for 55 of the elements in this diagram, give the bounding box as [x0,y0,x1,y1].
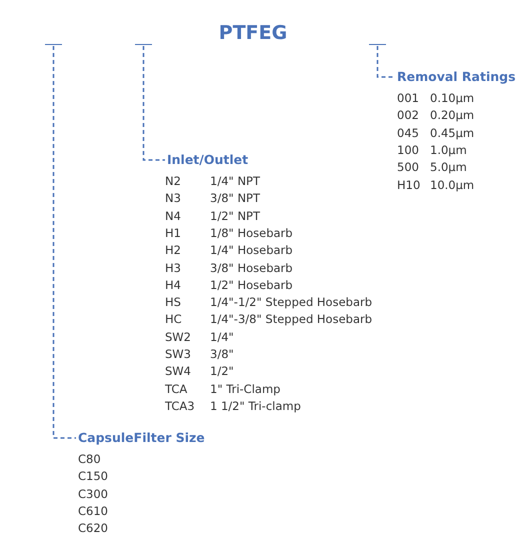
option-code: 001 [397,91,419,105]
option-description: 1" Tri-Clamp [210,382,280,396]
option-description: 1 1/2" Tri-clamp [210,398,301,413]
option-code: H2 [165,243,181,258]
option-code: N2 [165,174,181,188]
option-code: H1 [165,226,181,240]
code-position-marker [45,44,62,45]
diagram-title: PTFEG [218,22,288,44]
leader-line [52,46,76,439]
option-description: 10.0µm [430,178,474,192]
option-description: 3/8" NPT [210,191,260,206]
option-code: SW2 [165,330,191,344]
option-code: C80 [78,452,101,466]
option-description: 5.0µm [430,160,467,174]
option-description: 3/8" [210,347,234,361]
option-description: 1/4"-3/8" Stepped Hosebarb [210,312,372,326]
option-code: HS [165,295,181,310]
option-description: 1/2" NPT [210,208,260,223]
option-description: 1/4" Hosebarb [210,243,293,258]
option-code: 100 [397,142,419,157]
code-position-marker [369,44,386,45]
option-description: 0.45µm [430,126,474,140]
option-code: 002 [397,108,419,122]
leader-line [142,46,165,161]
option-code: 045 [397,126,419,140]
option-code: N4 [165,208,181,223]
option-description: 1.0µm [430,142,467,157]
option-code: 500 [397,160,419,174]
option-code: TCA3 [165,398,195,413]
option-code: H4 [165,278,181,292]
option-description: 0.20µm [430,108,474,122]
option-description: 0.10µm [430,91,474,105]
option-code: C150 [78,469,108,484]
option-code: C300 [78,486,108,501]
leader-line [376,46,395,78]
section-heading: Removal Ratings [397,69,516,85]
option-code: C620 [78,521,108,536]
section-heading: CapsuleFilter Size [78,430,205,446]
option-code: H3 [165,260,181,274]
option-description: 1/2" [210,364,234,378]
option-code: HC [165,312,182,326]
option-code: N3 [165,191,181,206]
option-code: TCA [165,382,188,396]
option-code: H10 [397,178,420,192]
option-code: SW3 [165,347,191,361]
option-code: SW4 [165,364,191,378]
option-description: 1/8" Hosebarb [210,226,293,240]
option-description: 1/4" NPT [210,174,260,188]
option-description: 1/4" [210,330,234,344]
option-description: 3/8" Hosebarb [210,260,293,274]
option-description: 1/2" Hosebarb [210,278,293,292]
code-position-marker [135,44,152,45]
option-description: 1/4"-1/2" Stepped Hosebarb [210,295,372,310]
section-heading: Inlet/Outlet [167,152,248,168]
option-code: C610 [78,504,108,518]
